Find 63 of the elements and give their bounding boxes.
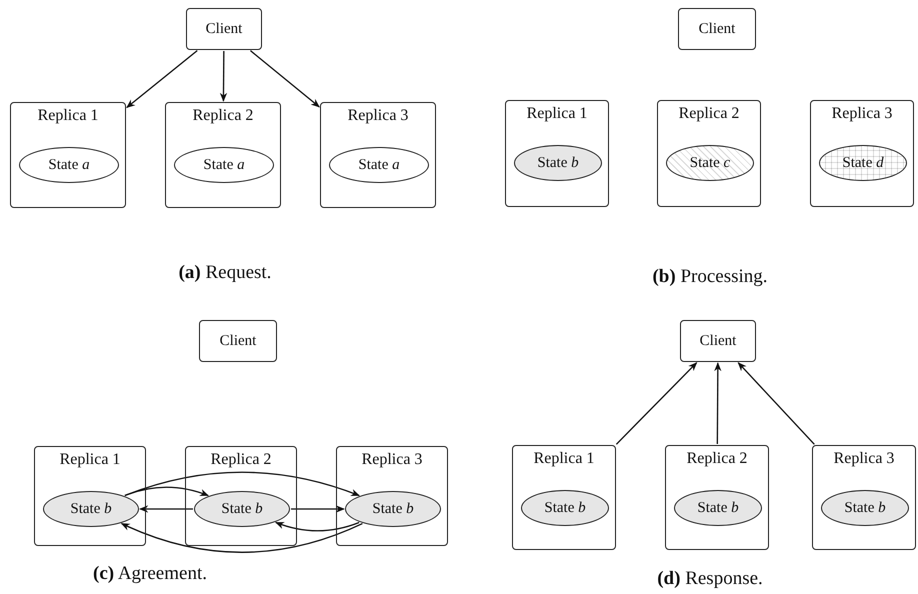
arrow bbox=[124, 486, 209, 496]
state-label: State b bbox=[844, 500, 886, 516]
arrow bbox=[250, 50, 320, 108]
state-label: State b bbox=[221, 500, 263, 518]
replica-title: Replica 2 bbox=[686, 450, 748, 467]
state-label: State a bbox=[203, 156, 245, 174]
replica-title: Replica 3 bbox=[832, 105, 892, 122]
state-label: State b bbox=[537, 154, 579, 172]
arrow bbox=[275, 522, 360, 532]
replica-box bbox=[512, 445, 616, 550]
client-label: Client bbox=[698, 20, 736, 38]
caption: (c) Agreement. bbox=[93, 563, 207, 585]
state-label: State a bbox=[358, 156, 400, 174]
caption: (d) Response. bbox=[657, 568, 763, 590]
arrow bbox=[738, 362, 815, 445]
client-label: Client bbox=[206, 20, 242, 38]
replica-box bbox=[336, 446, 448, 546]
replica-box bbox=[665, 445, 769, 550]
client-box bbox=[680, 320, 756, 362]
state-label: State a bbox=[48, 156, 90, 174]
replica-box bbox=[34, 446, 146, 546]
client-label: Client bbox=[220, 332, 256, 350]
arrow bbox=[220, 51, 228, 102]
arrow bbox=[291, 505, 345, 513]
arrow bbox=[126, 50, 198, 108]
state-ellipse bbox=[174, 147, 274, 183]
client-box bbox=[199, 320, 277, 362]
state-label: State b bbox=[372, 500, 414, 518]
replica-box bbox=[812, 445, 916, 550]
replica-title: Replica 1 bbox=[526, 105, 588, 122]
state-label: State b bbox=[544, 500, 586, 516]
state-label: State b bbox=[70, 500, 112, 518]
replica-title: Replica 1 bbox=[38, 107, 98, 124]
replica-title: Replica 1 bbox=[534, 450, 594, 467]
state-ellipse bbox=[329, 147, 429, 183]
replica-box bbox=[505, 100, 609, 207]
arrow bbox=[120, 522, 363, 553]
client-label: Client bbox=[700, 332, 736, 350]
state-label: State c bbox=[690, 154, 730, 172]
replica-title: Replica 2 bbox=[210, 451, 272, 468]
replica-box bbox=[320, 102, 436, 208]
arrow bbox=[616, 362, 698, 445]
replica-title: Replica 1 bbox=[60, 451, 120, 468]
replica-title: Replica 3 bbox=[834, 450, 894, 467]
replica-box bbox=[165, 102, 281, 208]
replica-title: Replica 2 bbox=[678, 105, 740, 122]
replica-box bbox=[657, 100, 761, 207]
caption: (a) Request. bbox=[178, 262, 272, 284]
replica-box bbox=[810, 100, 914, 207]
arrow bbox=[139, 505, 193, 513]
state-label: State d bbox=[842, 154, 884, 172]
client-box bbox=[186, 8, 262, 50]
replica-title: Replica 2 bbox=[192, 107, 254, 124]
replica-title: Replica 3 bbox=[348, 107, 408, 124]
state-ellipse bbox=[19, 147, 119, 183]
replica-box bbox=[10, 102, 126, 208]
arrow bbox=[124, 472, 360, 496]
caption: (b) Processing. bbox=[652, 266, 768, 288]
arrow bbox=[714, 362, 722, 444]
state-label: State b bbox=[697, 500, 739, 516]
client-box bbox=[678, 8, 756, 50]
replica-box bbox=[185, 446, 297, 546]
replica-title: Replica 3 bbox=[362, 451, 422, 468]
